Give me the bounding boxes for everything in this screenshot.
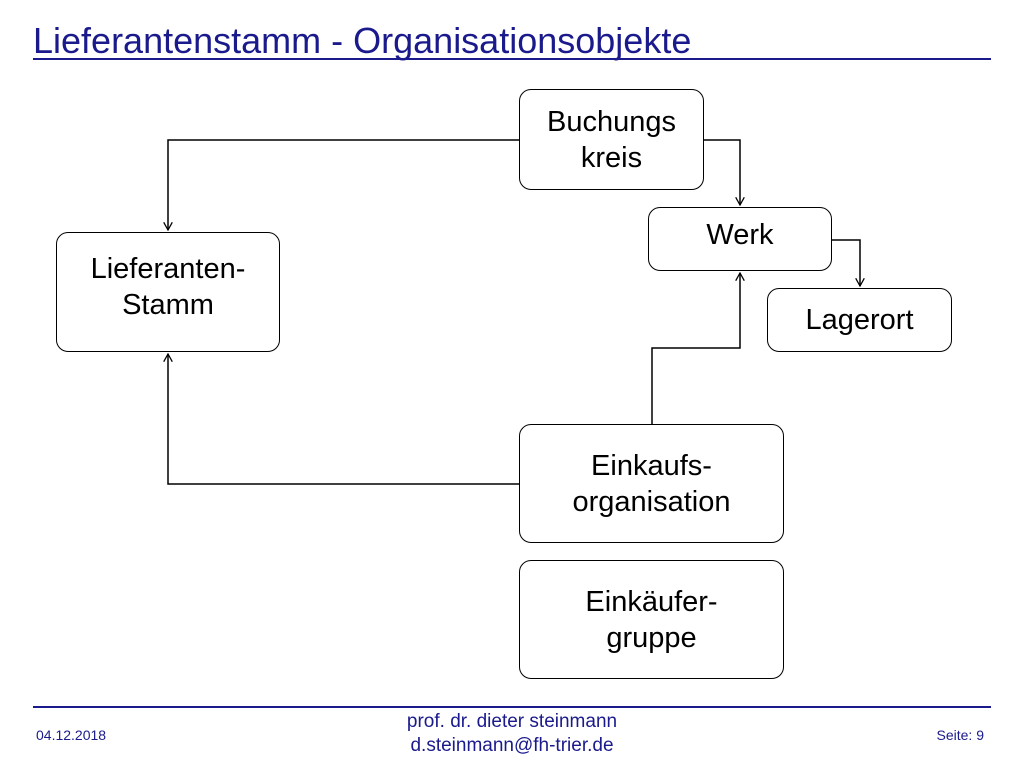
node-label-line: Buchungs [547,105,676,138]
edge-buchungskreis-to-lieferanten [168,139,519,230]
edge-werk-to-lagerort [832,239,860,286]
node-label-line: kreis [580,141,643,174]
footer-email: d.steinmann@fh-trier.de [410,735,614,756]
node-label-line: Stamm [122,289,214,321]
footer-author: prof. dr. dieter steinmann [406,711,618,732]
footer-page-number: Seite: 9 [936,727,984,743]
node-label-line: Lieferanten- [90,253,246,285]
node-lagerort: Lagerort [767,288,952,352]
node-buchungskreis: Buchungs kreis [519,89,704,190]
node-label-line: Werk [706,219,774,251]
edge-einkaufsorg-to-werk [651,273,740,424]
edge-buchungskreis-to-werk [704,139,740,205]
node-lieferanten-stamm: Lieferanten- Stamm [56,232,280,352]
node-label-line: Lagerort [805,304,914,336]
footer-rule [33,706,991,708]
node-label-line: Einkaufs- [591,449,712,482]
node-label-line: organisation [572,485,731,518]
node-label-line: gruppe [606,621,697,654]
slide-title: Lieferantenstamm - Organisationsobjekte [33,20,692,61]
footer-author-block: prof. dr. dieter steinmann d.steinmann@f… [312,710,712,758]
node-label-line: Einkäufer- [585,585,718,618]
footer-date: 04.12.2018 [36,727,107,743]
edge-einkaufsorg-to-lieferanten [168,354,519,485]
title-underline [33,58,991,60]
node-werk: Werk [648,207,832,271]
node-einkaufsorganisation: Einkaufs- organisation [519,424,784,543]
node-einkaeufergruppe: Einkäufer- gruppe [519,560,784,679]
